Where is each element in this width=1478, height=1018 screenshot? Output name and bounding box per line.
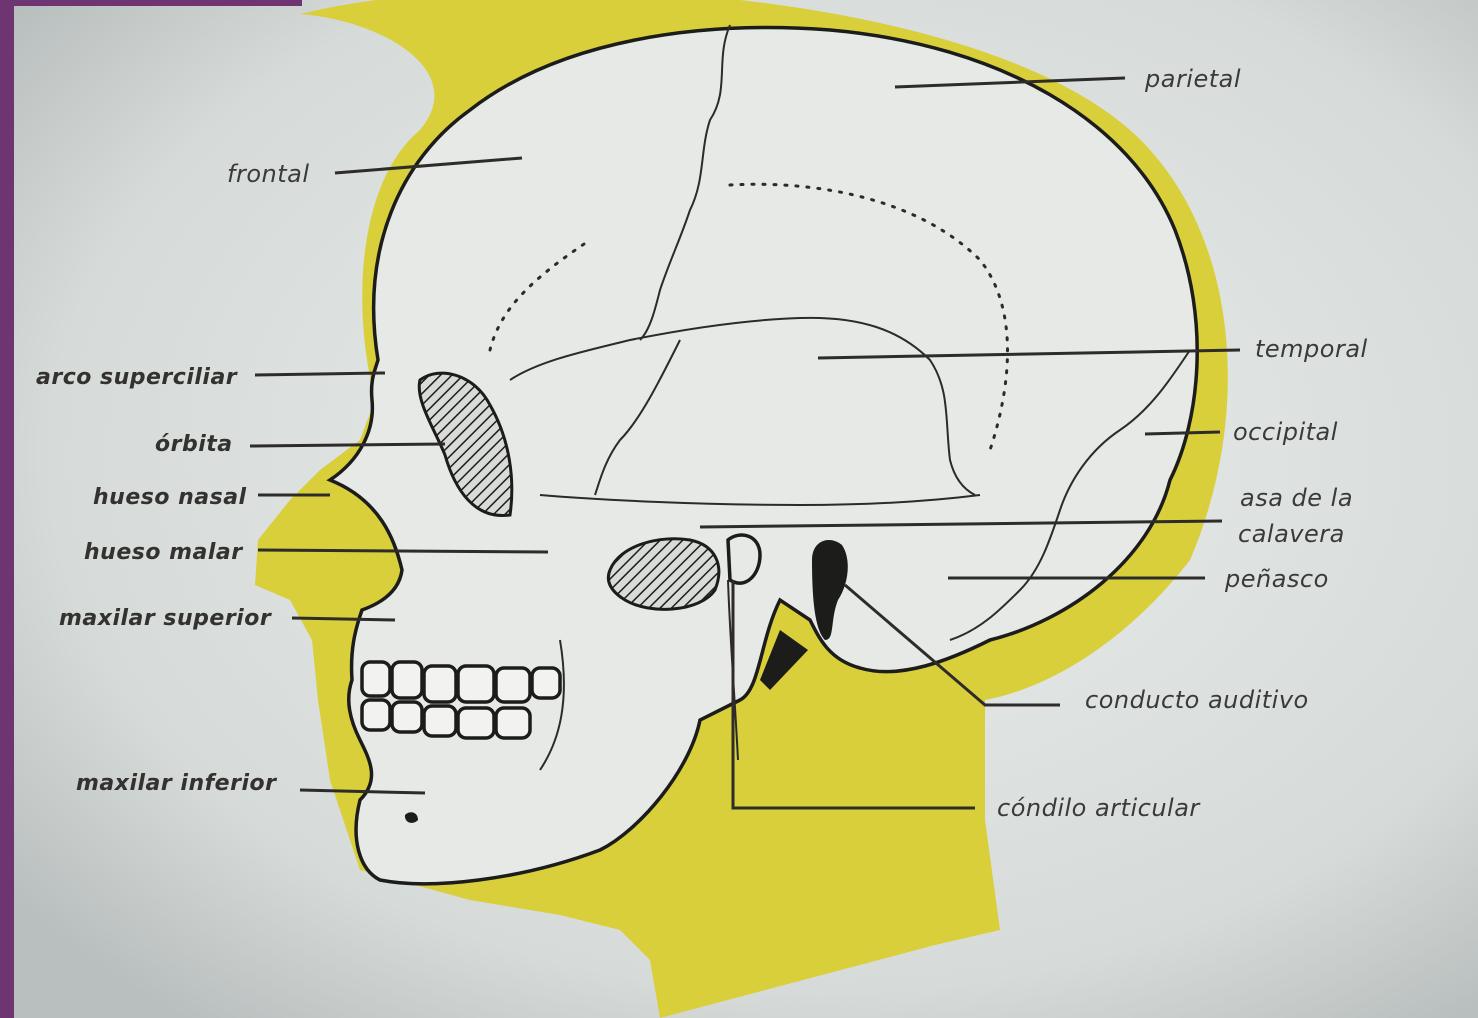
- label-parietal: parietal: [1144, 65, 1241, 93]
- label-asa-line2: calavera: [1238, 520, 1345, 548]
- label-frontal: frontal: [227, 160, 310, 188]
- label-condilo-articular: cóndilo articular: [997, 794, 1201, 822]
- label-orbita: órbita: [155, 432, 233, 457]
- label-maxilar-superior: maxilar superior: [59, 606, 272, 631]
- label-maxilar-inferior: maxilar inferior: [76, 771, 277, 796]
- label-hueso-nasal: hueso nasal: [93, 485, 247, 510]
- label-asa-line1: asa de la: [1240, 484, 1353, 512]
- label-occipital: occipital: [1233, 418, 1338, 446]
- frame-corner: [0, 0, 302, 6]
- label-arco-superciliar: arco superciliar: [36, 365, 238, 390]
- condyle-shape: [728, 535, 760, 583]
- label-conducto-auditivo: conducto auditivo: [1085, 686, 1309, 714]
- label-penasco: peñasco: [1224, 565, 1329, 593]
- label-temporal: temporal: [1255, 335, 1368, 363]
- label-hueso-malar: hueso malar: [84, 540, 243, 565]
